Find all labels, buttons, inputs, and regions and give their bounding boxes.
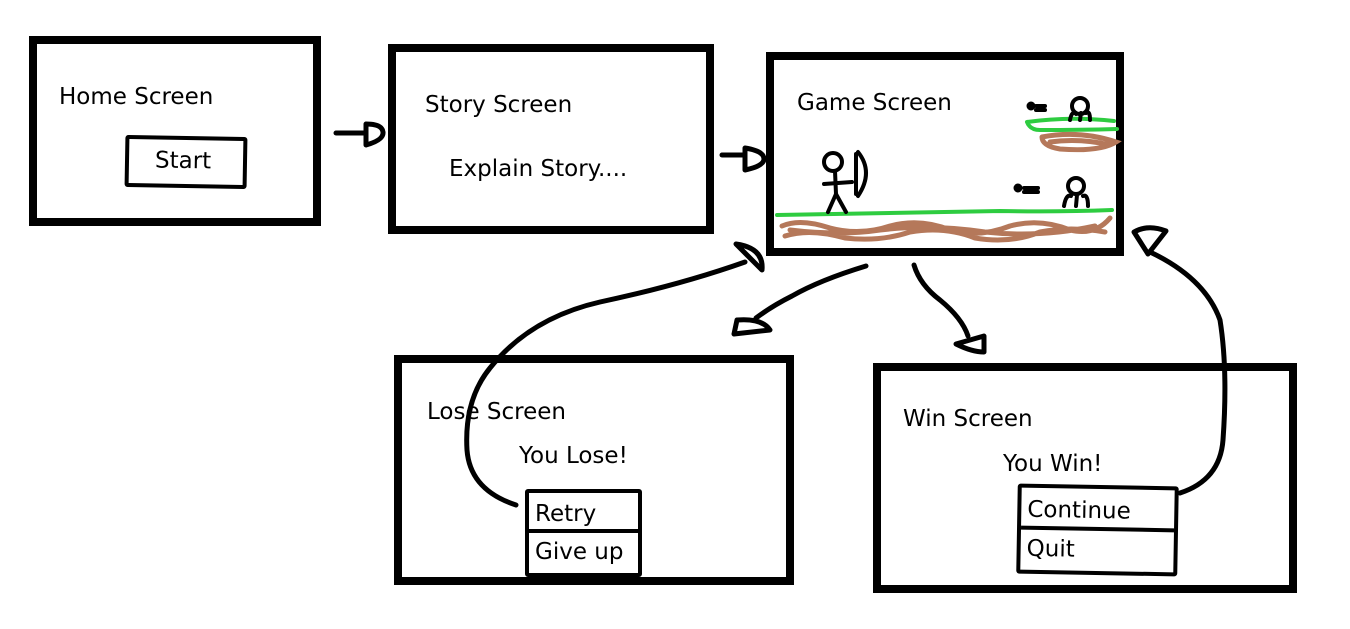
win-button-group: Continue Quit	[1016, 483, 1179, 577]
home-screen-box: Home Screen Start	[29, 36, 321, 226]
upper-platform-grass	[1025, 116, 1119, 133]
lose-message: You Lose!	[519, 443, 628, 469]
ground-dirt	[779, 215, 1113, 243]
story-text: Explain Story....	[449, 156, 628, 182]
give-up-button[interactable]: Give up	[535, 539, 624, 565]
ground-grass	[775, 208, 1114, 217]
story-screen-box: Story Screen Explain Story....	[388, 44, 714, 234]
enemy-creature-ground	[1013, 176, 1090, 208]
lose-screen-title: Lose Screen	[427, 399, 566, 425]
win-message: You Win!	[1003, 451, 1103, 477]
lose-button-group: Retry Give up	[525, 489, 642, 577]
game-screen-title: Game Screen	[797, 90, 952, 116]
quit-button[interactable]: Quit	[1026, 535, 1075, 563]
upper-platform-dirt	[1039, 131, 1122, 153]
home-screen-title: Home Screen	[59, 84, 214, 110]
lose-screen-box: Lose Screen You Lose! Retry Give up	[394, 355, 794, 585]
win-screen-title: Win Screen	[903, 406, 1033, 432]
win-screen-box: Win Screen You Win! Continue Quit	[873, 363, 1297, 593]
game-screen-box: Game Screen	[766, 52, 1124, 256]
retry-button[interactable]: Retry	[529, 493, 638, 533]
player-stick-figure	[822, 150, 868, 214]
enemy-creature-upper	[1026, 96, 1092, 122]
continue-button[interactable]: Continue	[1020, 487, 1175, 533]
story-screen-title: Story Screen	[425, 92, 573, 118]
